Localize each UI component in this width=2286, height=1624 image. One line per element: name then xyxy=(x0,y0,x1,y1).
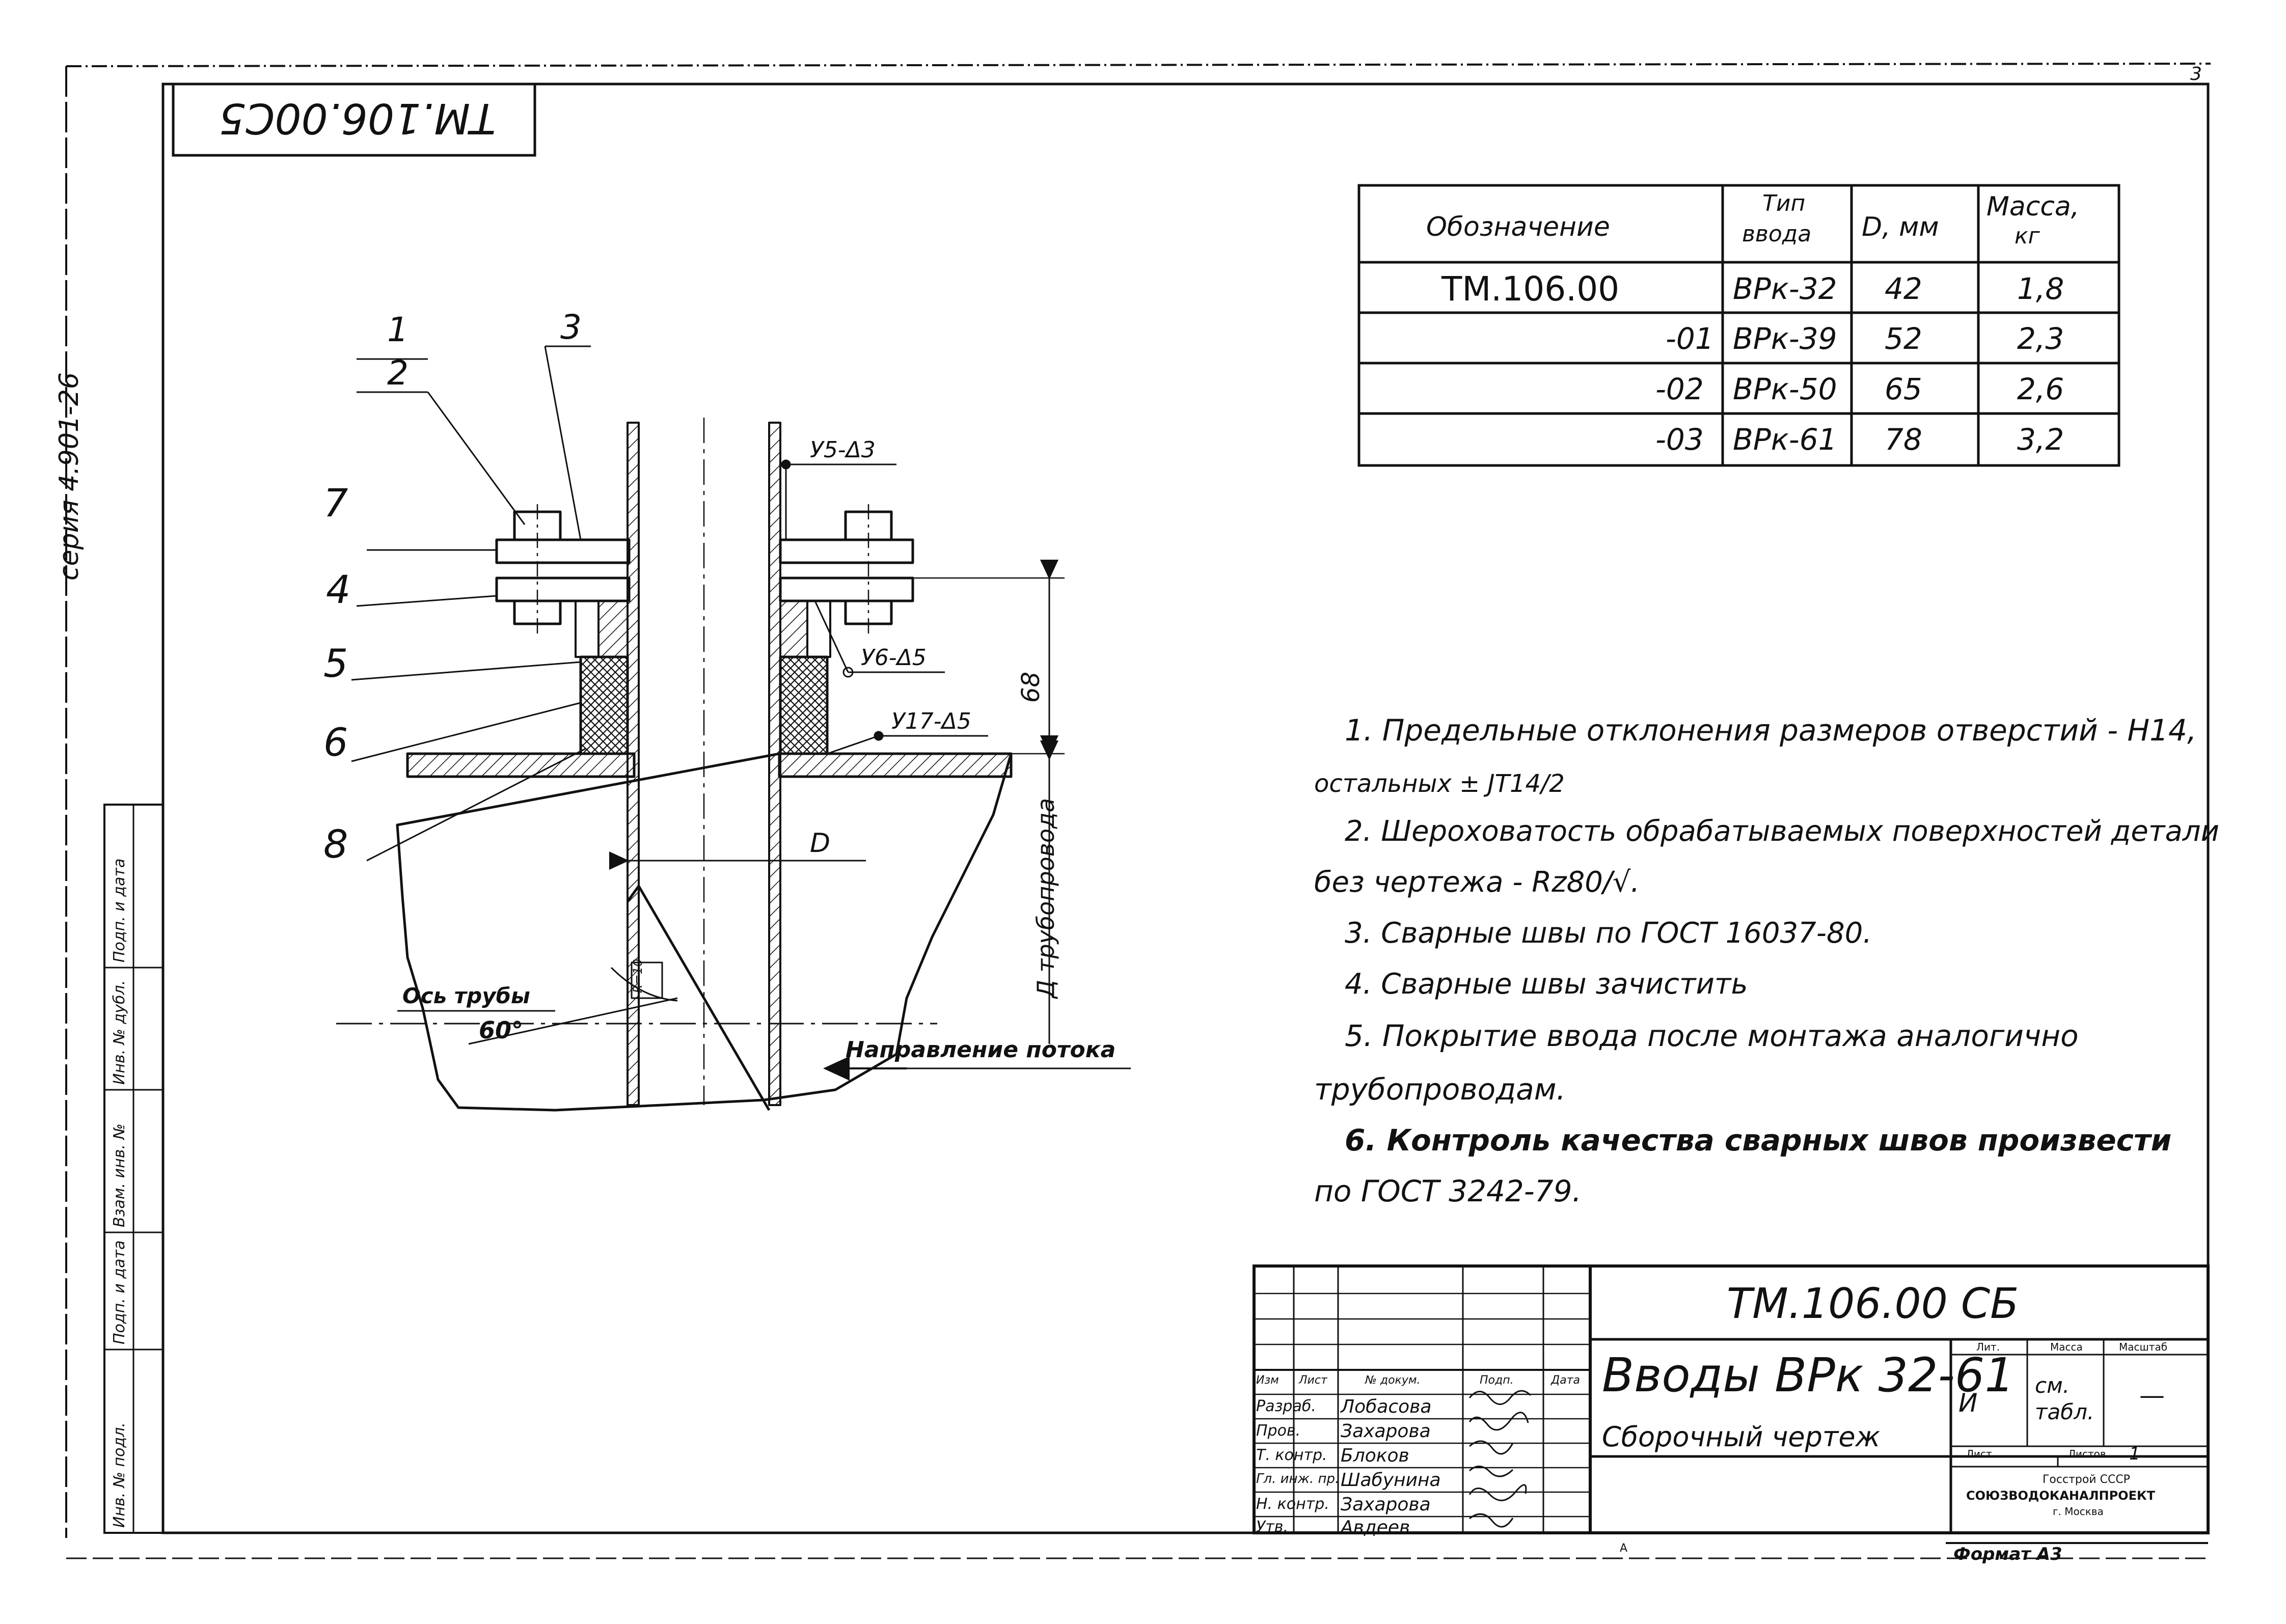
row-2-type: ВРк-39 xyxy=(1733,321,1837,356)
assembly-drawing xyxy=(336,345,1131,1112)
row-2-mass: 2,3 xyxy=(2017,321,2064,356)
note-5a: 5. Покрытие ввода после монтажа аналогич… xyxy=(1345,1019,2079,1053)
row-3-designation: -02 xyxy=(1655,372,1704,406)
title-block-grid xyxy=(1253,1264,2210,1544)
spec-table-grid xyxy=(1357,184,2120,467)
tb-role-2: Пров. xyxy=(1256,1422,1301,1440)
tb-role-5: Н. контр. xyxy=(1256,1495,1329,1513)
tb-col-signature: Подп. xyxy=(1480,1374,1514,1387)
side-sign-date-2: Подп. и дата xyxy=(111,858,128,962)
pipe-axis-label: Ось трубы xyxy=(402,983,530,1008)
tb-doc-code: ТМ.106.00 СБ xyxy=(1727,1280,2019,1328)
row-1-type: ВРк-32 xyxy=(1733,271,1837,306)
tb-role-3: Т. контр. xyxy=(1256,1446,1327,1464)
tb-mass-header: Масса xyxy=(2050,1341,2083,1353)
sheet-note: А xyxy=(1620,1542,1628,1555)
tb-col-docno: № докум. xyxy=(1365,1374,1421,1387)
side-inv-orig: Инв. № подл. xyxy=(111,1422,128,1528)
tb-sheets-value: 1 xyxy=(2129,1444,2140,1464)
tb-name-1: Лобасова xyxy=(1341,1396,1432,1417)
tb-mass-value-1: см. xyxy=(2035,1373,2070,1398)
dim-pipe-dia: Д трубопровода xyxy=(1032,798,1059,998)
tb-role-1: Разраб. xyxy=(1256,1397,1316,1415)
row-2-diameter: 52 xyxy=(1885,321,1922,356)
row-2-designation: -01 xyxy=(1666,321,1714,356)
tb-sheet-header: Лист xyxy=(1966,1448,1992,1460)
note-6b: по ГОСТ 3242-79. xyxy=(1314,1174,1582,1208)
tb-col-sheet: Лист xyxy=(1299,1374,1327,1387)
note-4: 4. Сварные швы зачистить xyxy=(1345,968,1748,1001)
tb-mass-value-2: табл. xyxy=(2035,1399,2094,1424)
callout-8: 8 xyxy=(323,821,348,867)
dim-diameter: D xyxy=(810,828,831,859)
sheet-number: 3 xyxy=(2190,64,2202,85)
tb-name-2: Захарова xyxy=(1341,1421,1431,1442)
sheet-frame xyxy=(65,63,2211,1559)
tb-name-3: Блоков xyxy=(1341,1445,1409,1466)
weld-mark-3: У17-Δ5 xyxy=(891,708,971,734)
tb-role-6: Утв. xyxy=(1256,1518,1288,1536)
tb-sheets-header: Листов xyxy=(2068,1448,2106,1460)
row-1-diameter: 42 xyxy=(1885,271,1922,306)
tb-lit-value: И xyxy=(1958,1388,1978,1418)
callout-6: 6 xyxy=(323,720,348,765)
tb-subtitle: Сборочный чертеж xyxy=(1602,1421,1881,1453)
th-type-1: Тип xyxy=(1762,190,1806,216)
tb-name-5: Захарова xyxy=(1341,1494,1431,1515)
row-4-mass: 3,2 xyxy=(2017,422,2064,457)
dim-radius: R=10 xyxy=(631,958,645,993)
row-1-designation: ТМ.106.00 xyxy=(1441,269,1620,309)
flow-direction-label: Направление потока xyxy=(846,1037,1116,1063)
callout-1: 1 xyxy=(387,310,409,349)
row-3-mass: 2,6 xyxy=(2017,372,2064,406)
callout-3: 3 xyxy=(560,308,582,347)
row-4-type: ВРк-61 xyxy=(1733,422,1837,457)
tb-scale-value: — xyxy=(2139,1381,2165,1410)
th-diameter: D, мм xyxy=(1862,212,1939,242)
tb-scale-header: Масштаб xyxy=(2119,1341,2168,1353)
note-1b: остальных ± JT14/2 xyxy=(1314,769,1565,798)
row-3-type: ВРк-50 xyxy=(1733,372,1837,406)
weld-mark-1: У5-Δ3 xyxy=(810,437,876,463)
tb-name-6: Авдеев xyxy=(1341,1517,1410,1538)
callout-5: 5 xyxy=(323,641,348,686)
dim-height: 68 xyxy=(1017,671,1045,703)
code-stamp: ТМ.106.00С5 xyxy=(219,94,496,142)
side-replace-inv: Взам. инв. № xyxy=(111,1123,128,1227)
note-6a: 6. Контроль качества сварных швов произв… xyxy=(1345,1123,2172,1158)
note-1a: 1. Предельные отклонения размеров отверс… xyxy=(1345,713,2197,748)
th-type-2: ввода xyxy=(1742,221,1812,247)
tb-role-4: Гл. инж. пр. xyxy=(1256,1471,1340,1487)
tb-col-change: Изм xyxy=(1256,1374,1279,1387)
tb-org-2: СОЮЗВОДОКАНАЛПРОЕКТ xyxy=(1966,1489,2155,1503)
tb-name-4: Шабунина xyxy=(1341,1470,1441,1491)
tb-org-1: Госстрой СССР xyxy=(2043,1473,2130,1486)
note-2a: 2. Шероховатость обрабатываемых поверхно… xyxy=(1345,815,2219,848)
row-4-diameter: 78 xyxy=(1885,422,1922,457)
th-designation: Обозначение xyxy=(1426,212,1610,242)
row-4-designation: -03 xyxy=(1655,422,1704,457)
weld-mark-2: У6-Δ5 xyxy=(861,645,927,671)
tb-lit-header: Лит. xyxy=(1976,1341,2000,1353)
callout-7: 7 xyxy=(323,480,348,526)
note-2b: без чертежа - Rz80/√. xyxy=(1314,866,1640,899)
series-label: серия 4.901-26 xyxy=(54,372,85,581)
callout-4: 4 xyxy=(326,567,351,612)
tb-title: Вводы ВРк 32-61 xyxy=(1602,1348,2015,1402)
row-1-mass: 1,8 xyxy=(2017,271,2064,306)
th-mass-2: кг xyxy=(2015,223,2040,249)
format-label: Формат А3 xyxy=(1953,1544,2062,1564)
tb-col-date: Дата xyxy=(1551,1374,1580,1387)
callout-2: 2 xyxy=(387,353,409,393)
side-sign-date: Подп. и дата xyxy=(111,1240,128,1344)
dim-angle: 60° xyxy=(479,1016,524,1044)
side-inv-dup: Инв. № дубл. xyxy=(111,980,128,1085)
tb-org-3: г. Москва xyxy=(2053,1505,2104,1518)
th-mass-1: Масса, xyxy=(1986,191,2080,222)
note-5b: трубопроводам. xyxy=(1314,1072,1566,1107)
row-3-diameter: 65 xyxy=(1885,372,1922,406)
note-3: 3. Сварные швы по ГОСТ 16037-80. xyxy=(1345,917,1872,950)
